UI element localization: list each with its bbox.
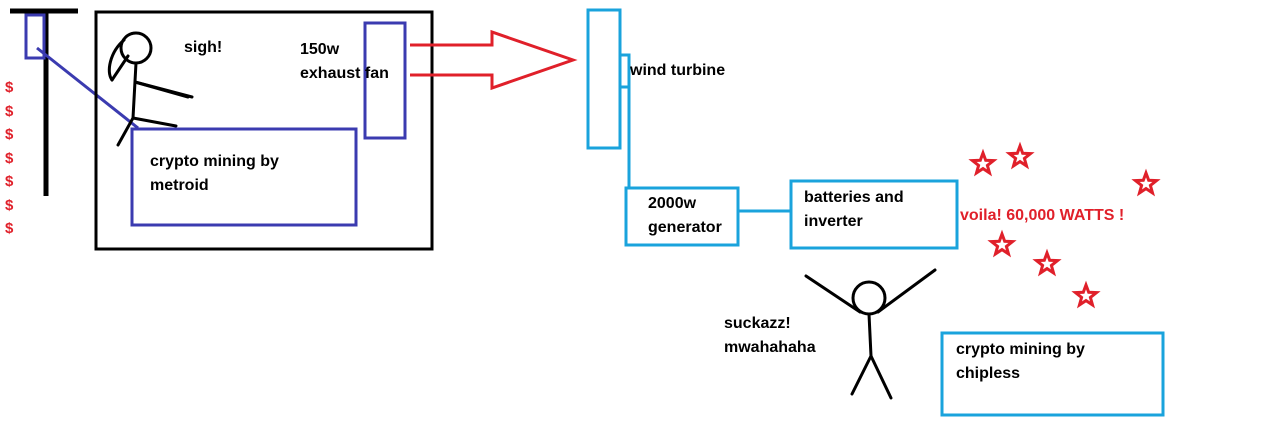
star-icon [1032, 248, 1062, 277]
dollar-sign: $ [5, 196, 14, 214]
metroid-miner-box [130, 127, 358, 227]
batteries-box [789, 179, 959, 250]
power-tap-wire [36, 46, 139, 130]
dollar-sign: $ [5, 220, 14, 237]
star-icon [1005, 141, 1035, 170]
star-icon [1071, 280, 1101, 309]
crypto-chipless-label: crypto mining by chipless [956, 341, 1085, 382]
suckazz-label: suckazz! mwahahaha [724, 315, 816, 356]
exhaust-fan-label: 150w exhaust fan [300, 41, 389, 82]
celebrating-stick-figure-icon [804, 268, 937, 400]
dollar-sign: $ [5, 126, 14, 143]
star-icon [968, 148, 998, 177]
room-box [94, 10, 434, 251]
chipless-miner-box [940, 331, 1165, 417]
arrow-right-icon [410, 29, 578, 91]
wind-turbine-hub [618, 53, 631, 89]
wind-turbine-label: wind turbine [630, 62, 726, 79]
dollar-sign: $ [5, 149, 14, 167]
sigh-label: sigh! [184, 39, 223, 56]
stars-group [968, 141, 1161, 309]
utility-pole-icon [10, 8, 78, 196]
power-meter-box [24, 13, 46, 60]
generator-label: 2000w generator [648, 195, 722, 236]
sighing-stick-figure-icon [107, 31, 194, 147]
wind-turbine-blade [586, 8, 622, 150]
generator-box [624, 186, 740, 247]
voila-label: voila! 60,000 WATTS ! [960, 207, 1125, 224]
star-icon [987, 229, 1017, 258]
batteries-label: batteries and inverter [804, 189, 904, 230]
star-icon [1131, 168, 1161, 197]
crypto-metroid-label: crypto mining by metroid [150, 153, 279, 194]
dollar-sign: $ [5, 79, 14, 96]
dollar-sign: $ [5, 173, 14, 190]
dollar-sign: $ [5, 102, 14, 120]
exhaust-fan-box [363, 21, 407, 140]
